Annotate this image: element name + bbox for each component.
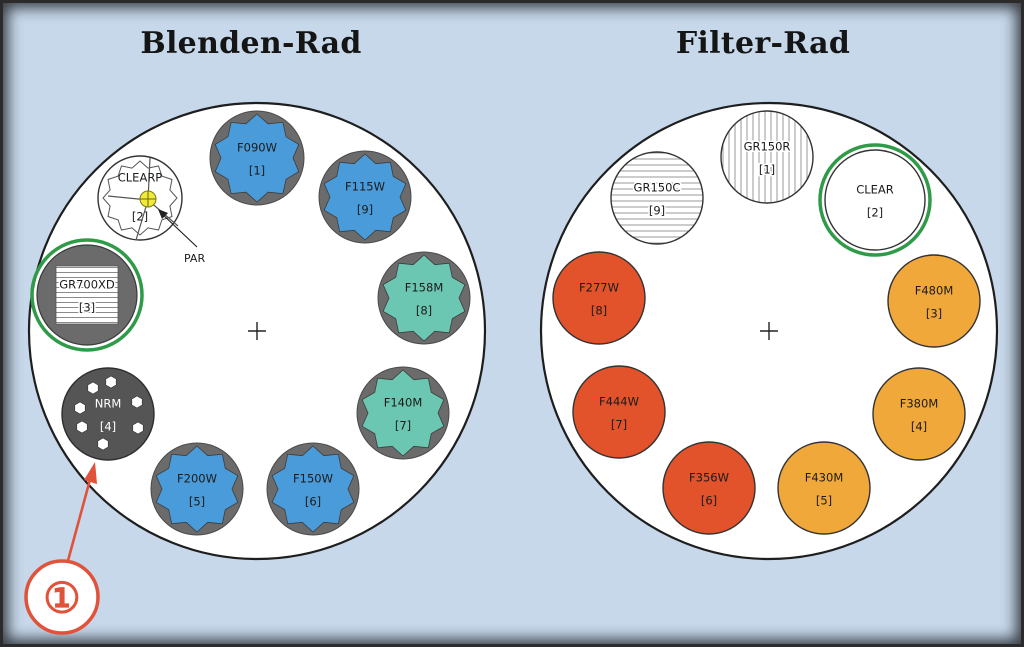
slot-position: [5]: [816, 494, 832, 508]
slot-f090w[interactable]: F090W [1]: [209, 110, 305, 206]
slot-label: F430M: [805, 471, 844, 485]
slot-f200w[interactable]: F200W [5]: [150, 442, 244, 536]
slot-position: [9]: [649, 204, 665, 218]
slot-position: [2]: [867, 206, 883, 220]
slot-f115w[interactable]: F115W [9]: [318, 150, 412, 244]
slot-position: [2]: [132, 210, 148, 224]
callout-annotation: ①: [24, 462, 100, 635]
slot-label: CLEARP: [118, 171, 163, 185]
slot-position: [9]: [357, 203, 373, 217]
slot-f158m[interactable]: F158M [8]: [377, 251, 471, 345]
slot-label: F158M: [405, 281, 444, 295]
slot-f150w[interactable]: F150W [6]: [266, 442, 360, 536]
aperture-hole: [105, 375, 117, 389]
pupil-wheel-title: Blenden-Rad: [140, 26, 362, 61]
slot-nrm[interactable]: NRM [4]: [61, 367, 155, 461]
active-ring: [818, 143, 932, 257]
slot-position: [8]: [416, 304, 432, 318]
slot-gr700xd[interactable]: GR700XD [3]: [30, 238, 144, 352]
slot-clear[interactable]: CLEAR [2]: [818, 143, 932, 257]
slot-position: [8]: [591, 304, 607, 318]
slot-label: GR150R: [744, 140, 791, 154]
slot-label: F200W: [177, 472, 217, 486]
slot-f480m[interactable]: F480M [3]: [887, 254, 981, 348]
slot-position: [5]: [189, 495, 205, 509]
slot-f356w[interactable]: F356W [6]: [662, 441, 756, 535]
slot-position: [1]: [249, 164, 265, 178]
aperture-hole: [131, 395, 143, 409]
slot-position: [6]: [305, 495, 321, 509]
slot-position: [7]: [395, 419, 411, 433]
slot-label: F115W: [345, 180, 385, 194]
slot-label: F480M: [915, 284, 954, 298]
slot-label: CLEAR: [856, 183, 894, 197]
par-label: PAR: [184, 252, 205, 265]
slot-f430m[interactable]: F430M [5]: [777, 441, 871, 535]
slot-position: [3]: [79, 301, 95, 315]
slot-label: F277W: [579, 281, 619, 295]
filter-wheel: GR150R [1] CLEAR [2] F480M [3] F380M [4] F430M [5…: [539, 101, 999, 561]
slot-position: [1]: [759, 163, 775, 177]
slot-f444w[interactable]: F444W [7]: [572, 365, 666, 459]
slot-clearp[interactable]: CLEARP [2]: [97, 155, 183, 241]
slot-f380m[interactable]: F380M [4]: [872, 367, 966, 461]
slot-position: [3]: [926, 307, 942, 321]
aperture-hole: [132, 421, 144, 435]
aperture-hole: [97, 437, 109, 451]
par-marker: [139, 190, 157, 208]
slot-label: NRM: [95, 397, 122, 411]
slot-f277w[interactable]: F277W [8]: [552, 251, 646, 345]
active-ring: [30, 238, 144, 352]
filter-wheel-title: Filter-Rad: [675, 26, 851, 61]
slot-gr150c[interactable]: GR150C [9]: [610, 151, 704, 245]
slot-position: [4]: [100, 420, 116, 434]
slot-f140m[interactable]: F140M [7]: [356, 366, 450, 460]
par-annotation: PAR: [158, 209, 205, 265]
slot-label: GR700XD: [59, 278, 115, 292]
slot-label: F140M: [384, 396, 423, 410]
center-crosshair: [760, 322, 778, 340]
callout-badge: [24, 559, 100, 635]
slot-label: F380M: [900, 397, 939, 411]
center-crosshair: [248, 322, 266, 340]
slot-gr150r[interactable]: GR150R [1]: [720, 110, 814, 204]
slot-position: [6]: [701, 494, 717, 508]
pupil-wheel: F090W [1] CLEARP [2] GR700XD [3] NRM [4] F200W [5…: [27, 101, 487, 561]
aperture-hole: [87, 381, 99, 395]
slot-label: F444W: [599, 395, 639, 409]
slot-label: GR150C: [634, 181, 681, 195]
slot-label: F090W: [237, 141, 277, 155]
slot-position: [4]: [911, 420, 927, 434]
callout-badge-number: ①: [43, 574, 81, 623]
slot-label: F356W: [689, 471, 729, 485]
aperture-hole: [76, 420, 88, 434]
slot-label: F150W: [293, 472, 333, 486]
aperture-hole: [74, 401, 86, 415]
slot-position: [7]: [611, 418, 627, 432]
